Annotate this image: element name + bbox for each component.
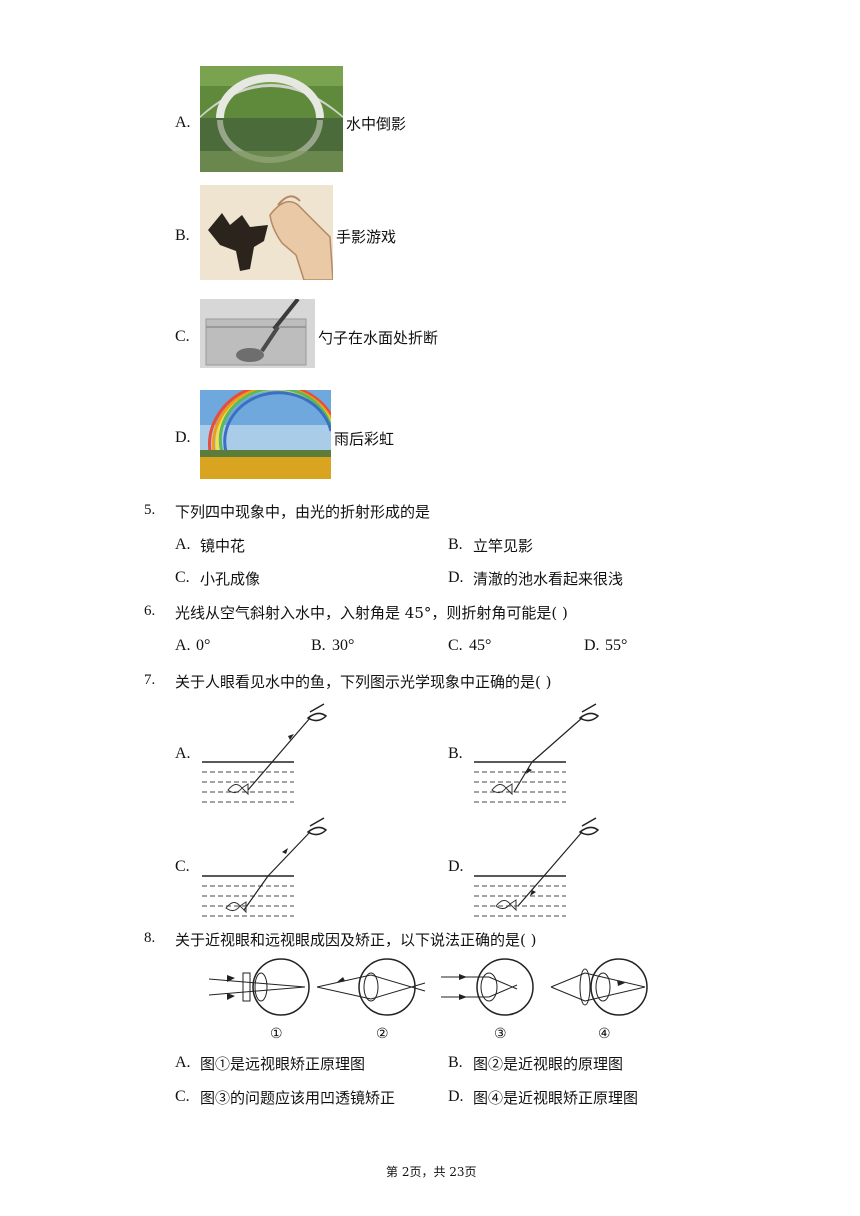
figure-label-3: ③ <box>494 1026 507 1042</box>
figure-label-4: ④ <box>598 1026 611 1042</box>
eye-fish-diagram-d <box>474 817 600 917</box>
option-letter: B. <box>311 637 326 654</box>
eye-lens-figure <box>208 958 648 1016</box>
option-text: 图③的问题应该用凹透镜矫正 <box>200 1089 396 1107</box>
question-stem: 光线从空气斜射入水中，入射角是 45°，则折射角可能是( ) <box>175 604 568 622</box>
option-text: 勺子在水面处折断 <box>318 329 439 347</box>
eye-diagram-3 <box>441 958 534 1016</box>
option-text: 小孔成像 <box>200 570 261 588</box>
hand-shadow-photo <box>200 185 333 280</box>
figure-label-2: ② <box>376 1026 389 1042</box>
option-letter: B. <box>448 536 463 553</box>
bridge-reflection-photo <box>200 66 343 172</box>
option-text: 30° <box>332 637 355 654</box>
option-text: 清澈的池水看起来很浅 <box>473 570 624 588</box>
option-letter: B. <box>448 1054 463 1071</box>
question-number: 8. <box>144 930 156 946</box>
option-text: 0° <box>196 637 211 654</box>
option-letter: C. <box>448 637 463 654</box>
option-letter: C. <box>175 328 190 345</box>
option-letter: B. <box>448 745 463 762</box>
option-letter: A. <box>175 745 191 762</box>
eye-fish-diagram-b <box>474 703 600 803</box>
option-letter: D. <box>448 1088 464 1105</box>
rainbow-photo <box>200 390 331 479</box>
option-text: 图①是远视眼矫正原理图 <box>200 1055 366 1073</box>
option-letter: D. <box>584 637 600 654</box>
option-letter: B. <box>175 227 190 244</box>
option-letter: C. <box>175 858 190 875</box>
eye-diagram-1 <box>208 958 310 1016</box>
option-text: 45° <box>469 637 492 654</box>
eye-fish-diagram-a <box>202 703 328 803</box>
page-footer: 第 2页，共 23页 <box>386 1165 477 1179</box>
option-text: 立竿见影 <box>473 537 534 555</box>
spoon-in-water-photo <box>200 299 315 368</box>
option-letter: A. <box>175 637 191 654</box>
option-text: 图②是近视眼的原理图 <box>473 1055 624 1073</box>
question-stem: 关于人眼看见水中的鱼，下列图示光学现象中正确的是( ) <box>175 673 552 691</box>
option-letter: A. <box>175 536 191 553</box>
question-number: 7. <box>144 672 156 688</box>
option-text: 水中倒影 <box>346 115 407 133</box>
option-letter: D. <box>448 858 464 875</box>
option-text: 雨后彩虹 <box>334 430 395 448</box>
option-letter: D. <box>175 429 191 446</box>
option-letter: A. <box>175 114 191 131</box>
question-stem: 关于近视眼和远视眼成因及矫正，以下说法正确的是( ) <box>175 931 537 949</box>
eye-diagram-4 <box>550 958 648 1016</box>
question-stem: 下列四中现象中，由光的折射形成的是 <box>175 503 431 521</box>
eye-fish-diagram-c <box>202 817 328 917</box>
option-letter: C. <box>175 1088 190 1105</box>
question-number: 5. <box>144 502 156 518</box>
option-letter: C. <box>175 569 190 586</box>
option-letter: A. <box>175 1054 191 1071</box>
option-letter: D. <box>448 569 464 586</box>
question-number: 6. <box>144 603 156 619</box>
figure-label-1: ① <box>270 1026 283 1042</box>
eye-diagram-2 <box>316 958 426 1016</box>
option-text: 图④是近视眼矫正原理图 <box>473 1089 639 1107</box>
option-text: 55° <box>605 637 628 654</box>
option-text: 手影游戏 <box>336 228 397 246</box>
option-text: 镜中花 <box>200 537 246 555</box>
